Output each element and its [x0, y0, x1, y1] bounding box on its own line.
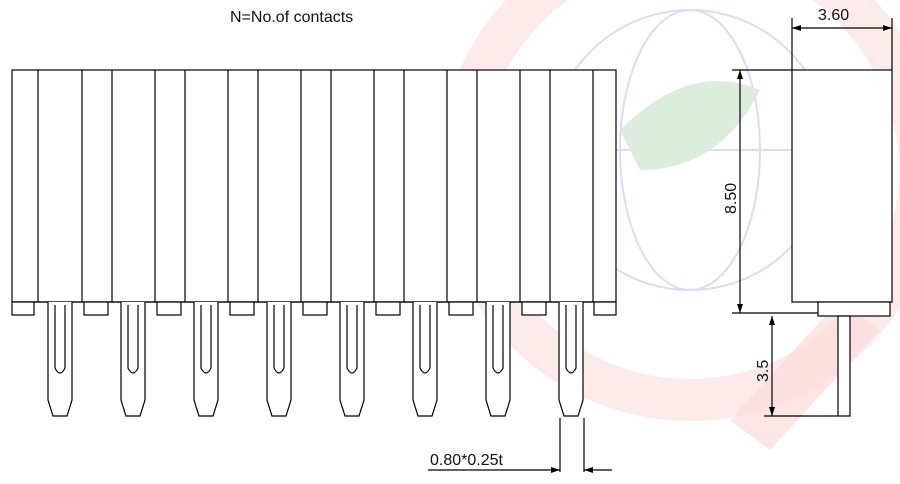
- contact-pin: [47, 302, 73, 417]
- pin-size-label: 0.80*0.25t: [430, 452, 504, 469]
- base-foot: [448, 301, 474, 316]
- base-foot: [83, 301, 109, 316]
- contact-pin: [120, 302, 146, 417]
- contact-pin: [193, 302, 219, 417]
- contact-pin: [558, 302, 584, 417]
- base-foot: [156, 301, 182, 316]
- base-foot: [229, 301, 255, 316]
- base-feet: [11, 301, 617, 316]
- contact-pin: [266, 302, 292, 417]
- front-view: [11, 69, 617, 417]
- base-foot: [302, 301, 328, 316]
- side-view: 3.60 8.50 3.5: [723, 7, 893, 417]
- width-dimension-label: 3.60: [818, 7, 849, 24]
- base-foot: [11, 301, 35, 316]
- side-base: [817, 301, 891, 317]
- drawing-title: N=No.of contacts: [230, 9, 353, 26]
- base-foot: [593, 301, 617, 316]
- base-foot: [375, 301, 401, 316]
- contact-pins: [47, 302, 584, 417]
- contact-pin: [412, 302, 438, 417]
- pin-size-dimension: 0.80*0.25t: [428, 418, 612, 473]
- side-body: [791, 69, 893, 303]
- pin-length-label: 3.5: [755, 360, 772, 382]
- connector-body: [11, 69, 617, 303]
- side-pin: [837, 315, 851, 417]
- contact-pin: [485, 302, 511, 417]
- base-foot: [521, 301, 547, 316]
- height-dimension-label: 8.50: [723, 183, 740, 214]
- contact-pin: [339, 302, 365, 417]
